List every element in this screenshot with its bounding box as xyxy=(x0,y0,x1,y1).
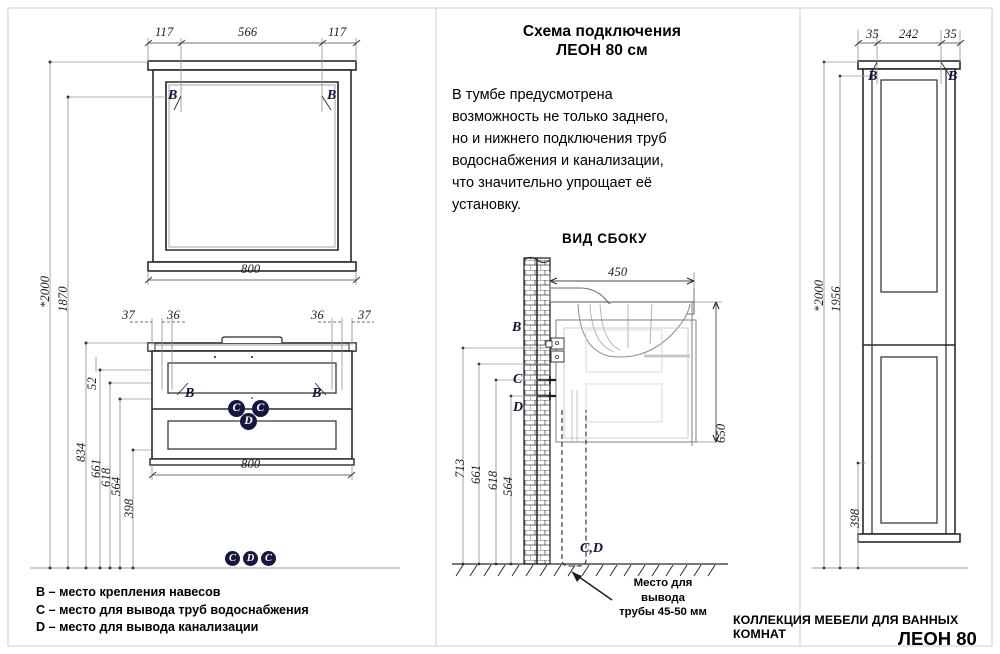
dim-side-564: 564 xyxy=(501,476,515,496)
dim-cabinet-834: 834 xyxy=(74,442,88,462)
page-title-line1: Схема подключения xyxy=(522,23,682,40)
dim-cabinet-398: 398 xyxy=(122,498,136,518)
dim-total-height-left: *2000 xyxy=(38,275,52,308)
legend-item-c: C – место для вывода труб водоснабжения xyxy=(36,602,309,617)
description-line-3: но и нижнего подключения труб xyxy=(452,131,667,147)
dim-mirror-center: 566 xyxy=(238,25,258,39)
dim-mirror-height: 1870 xyxy=(56,286,70,312)
dim-cabinet-width: 800 xyxy=(241,457,261,471)
dim-column-right-pad: 35 xyxy=(944,27,957,41)
description-line-1: В тумбе предусмотрена xyxy=(452,87,613,103)
side-view-heading: ВИД СБОКУ xyxy=(562,231,648,246)
dim-side-depth: 450 xyxy=(608,265,628,279)
callout-side-cd: C,D xyxy=(580,541,603,556)
dim-column-total-height: *2000 xyxy=(812,279,826,312)
dim-cabinet-right-outer: 37 xyxy=(358,308,371,322)
marker-floor-d: D xyxy=(243,551,258,566)
pipe-outlet-note-line2: вывода xyxy=(641,591,685,604)
callout-column-b-right: B xyxy=(948,69,958,84)
legend: B – место крепления навесов C – место дл… xyxy=(36,584,309,637)
dim-column-left-pad: 35 xyxy=(866,27,879,41)
dim-mirror-width: 800 xyxy=(241,262,261,276)
dim-cabinet-564: 564 xyxy=(109,476,123,496)
pipe-outlet-note-line3: трубы 45-50 мм xyxy=(619,606,707,618)
dim-side-618: 618 xyxy=(486,470,500,490)
marker-cabinet-c-right: C xyxy=(252,400,269,417)
legend-item-b: B – место крепления навесов xyxy=(36,585,221,599)
dim-side-713: 713 xyxy=(453,458,467,478)
marker-cabinet-d: D xyxy=(240,413,257,430)
pipe-outlet-note-line1: Место для xyxy=(633,577,693,589)
legend-item-d: D – место для вывода канализации xyxy=(36,620,259,634)
callout-column-b-left: B xyxy=(868,69,878,84)
dim-column-center: 242 xyxy=(899,27,919,41)
callout-side-d: D xyxy=(513,400,524,415)
dim-side-height: 650 xyxy=(714,423,728,443)
callout-mirror-b-right: B xyxy=(327,88,337,103)
page-title: Схема подключения ЛЕОН 80 см xyxy=(452,22,752,60)
dim-side-661: 661 xyxy=(469,464,483,484)
description-line-2: возможность не только заднего, xyxy=(452,109,669,125)
description-line-4: водоснабжения и канализации, xyxy=(452,153,664,169)
description-text: В тумбе предусмотрена возможность не тол… xyxy=(452,84,748,216)
pipe-outlet-note: Место для вывода трубы 45-50 мм xyxy=(598,576,728,620)
dim-cabinet-52: 52 xyxy=(85,377,99,390)
marker-floor-c-right: C xyxy=(261,551,276,566)
dim-cabinet-left-inner: 36 xyxy=(167,308,180,322)
callout-side-b: B xyxy=(512,320,522,335)
footer-product: ЛЕОН 80 xyxy=(898,628,977,649)
dim-mirror-right-pad: 117 xyxy=(328,25,347,39)
dim-column-floor-offset: 398 xyxy=(848,508,862,528)
callout-cabinet-b-right: B xyxy=(312,386,322,401)
page-title-line2: ЛЕОН 80 см xyxy=(556,42,648,59)
marker-cabinet-c-left: C xyxy=(228,400,245,417)
dim-column-height: 1956 xyxy=(829,286,843,312)
footer-collection: КОЛЛЕКЦИЯ МЕБЕЛИ ДЛЯ ВАННЫХ КОМНАТ xyxy=(733,613,959,641)
callout-mirror-b-left: B xyxy=(168,88,178,103)
dim-cabinet-right-inner: 36 xyxy=(311,308,324,322)
dim-mirror-left-pad: 117 xyxy=(155,25,174,39)
description-line-5: что значительно упрощает её xyxy=(452,175,652,191)
marker-floor-c-left: C xyxy=(225,551,240,566)
dim-cabinet-left-outer: 37 xyxy=(122,308,135,322)
callout-side-c: C xyxy=(513,372,523,387)
callout-cabinet-b-left: B xyxy=(185,386,195,401)
description-line-6: установку. xyxy=(452,197,521,213)
